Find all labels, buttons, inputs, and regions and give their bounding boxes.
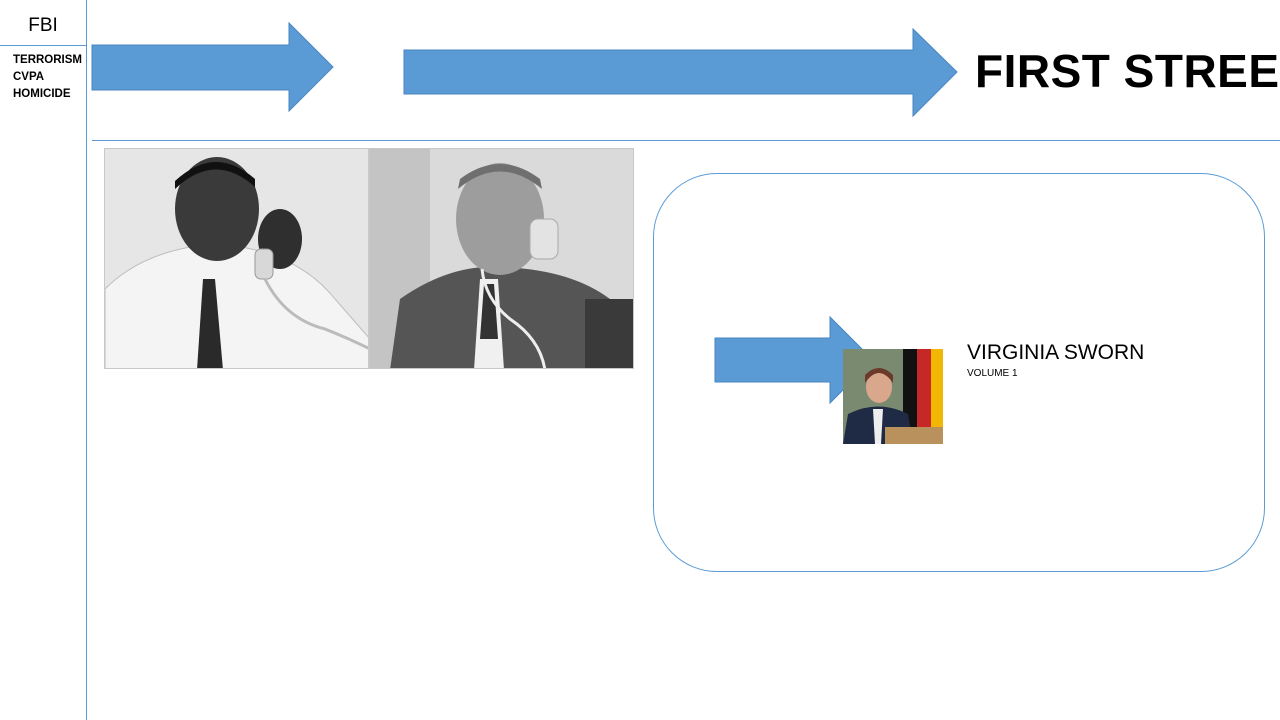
card-title: VIRGINIA SWORN: [967, 341, 1145, 364]
sidebar-item-homicide: HOMICIDE: [13, 88, 71, 100]
sidebar-item-terrorism: TERRORISM: [13, 54, 82, 66]
sidebar-list: TERRORISM CVPA HOMICIDE: [13, 52, 82, 103]
card-subtitle: VOLUME 1: [967, 368, 1018, 379]
page-title: FIRST STREET: [975, 45, 1280, 97]
arrow-right-icon: [91, 21, 334, 113]
photo-man-on-phone-left: [104, 148, 369, 369]
sidebar-item-cvpa: CVPA: [13, 71, 45, 83]
photo-man-on-phone-right: [369, 148, 634, 369]
sidebar-title: FBI: [28, 15, 58, 36]
arrow-right-icon: [403, 27, 958, 118]
header-divider: [92, 140, 1280, 141]
header-arrows: [91, 21, 958, 118]
vertical-divider: [86, 0, 87, 720]
content-card: [653, 173, 1265, 572]
sidebar-title-divider: [0, 45, 86, 46]
portrait-photo: [843, 349, 943, 444]
